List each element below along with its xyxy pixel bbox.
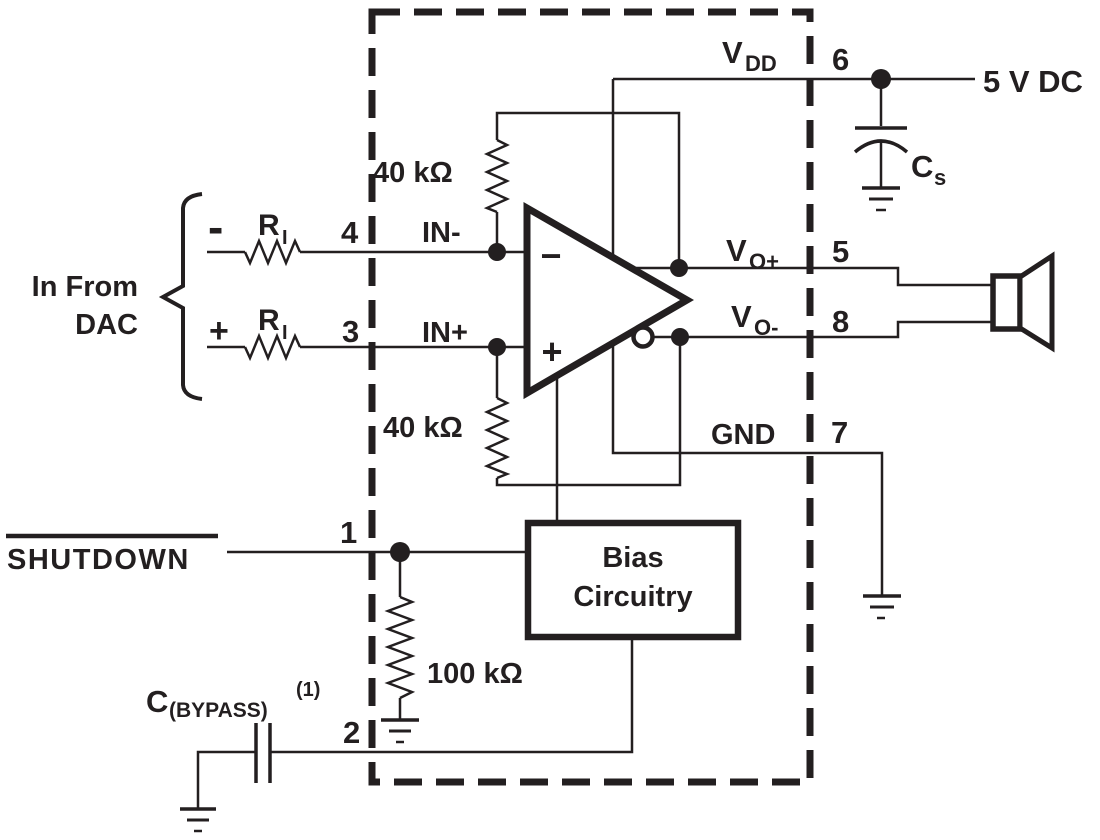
cbypass-ground-icon [180,807,216,833]
pin-6-number: 6 [832,42,849,77]
bias-box [524,519,742,641]
resistor-100k [384,595,416,700]
opamp-noninverting-sign: + [541,331,562,372]
opamp-inverting-output-bubble [631,325,655,349]
pin-vo-neg-label: V [731,299,752,334]
junction-in-neg [488,243,506,261]
pin-2-number: 2 [343,715,360,750]
junction-vo-neg [671,328,689,346]
speaker-cone [1017,251,1055,353]
opamp: − + [523,201,694,400]
speaker-icon [990,251,1055,353]
ri-top-sub: I [282,227,288,249]
pin-vdd-label: V [722,35,743,70]
supply-cap-label: C [911,149,933,184]
input-neg-sign: - [208,201,223,253]
ri-bottom-label: R [258,304,280,337]
resistor-ri-bottom [243,332,302,362]
junction-shutdown [390,542,410,562]
feedback-top-value: 40 kΩ [373,157,453,189]
vo-pos-wire [630,266,993,287]
pin-1-number: 1 [340,515,357,550]
cs-plate-bottom [853,139,909,154]
supply-cap [853,126,909,212]
supply-voltage-label: 5 V DC [983,64,1083,99]
bypass-wire [196,637,634,808]
bias-label-line2: Circuitry [573,581,692,613]
pin-3-number: 3 [342,314,359,349]
pin-vo-pos-sub: O+ [749,249,779,274]
pin-vo-pos-label: V [726,233,747,268]
pin-vdd-sub: DD [745,51,777,76]
pin-8-number: 8 [832,304,849,339]
resistor-ri-top [243,237,302,267]
bypass-cap-note: (1) [296,679,320,701]
junction-vdd [871,69,891,89]
feedback-bottom-value: 40 kΩ [383,412,463,444]
bypass-cap [180,723,272,833]
ic-boundary [368,8,814,786]
pin-gnd-label: GND [711,419,775,451]
bypass-cap-sub: (BYPASS) [169,699,268,722]
pin-4-number: 4 [341,215,359,250]
pin-in-neg-label: IN- [422,217,461,249]
junction-in-pos [488,338,506,356]
opamp-triangle [523,201,694,400]
source-label-line1: In From [32,271,138,303]
bypass-cap-label: C [146,684,168,719]
resistor-40k-bottom [483,396,511,480]
bias-circuitry: Bias Circuitry [524,519,742,641]
junction-vo-pos [670,259,688,277]
supply-cap-sub: s [934,165,946,190]
input-brace [158,192,203,401]
gnd-ground-icon [863,594,901,620]
pin-7-number: 7 [831,415,848,450]
opamp-inverting-sign: − [540,235,561,276]
bias-label-line1: Bias [602,542,663,574]
source-label-line2: DAC [75,309,138,341]
pulldown-value: 100 kΩ [427,658,523,690]
ri-bottom-sub: I [282,322,288,344]
shutdown-label: SHUTDOWN [7,544,190,576]
speaker-body [990,273,1023,332]
pin-in-pos-label: IN+ [422,317,468,349]
vo-neg-wire [645,320,993,339]
ri-top-label: R [258,209,280,242]
resistor-40k-top [483,138,511,214]
cs-ground-icon [862,186,900,212]
pin-5-number: 5 [832,234,849,269]
pin-vo-neg-sub: O- [754,315,778,340]
junction-dots [390,69,891,562]
pulldown-ground-icon [381,718,419,744]
input-pos-sign: + [209,312,229,350]
labels: In From DAC - + R I R I 4 IN- 3 IN+ 40 k… [7,35,1083,750]
